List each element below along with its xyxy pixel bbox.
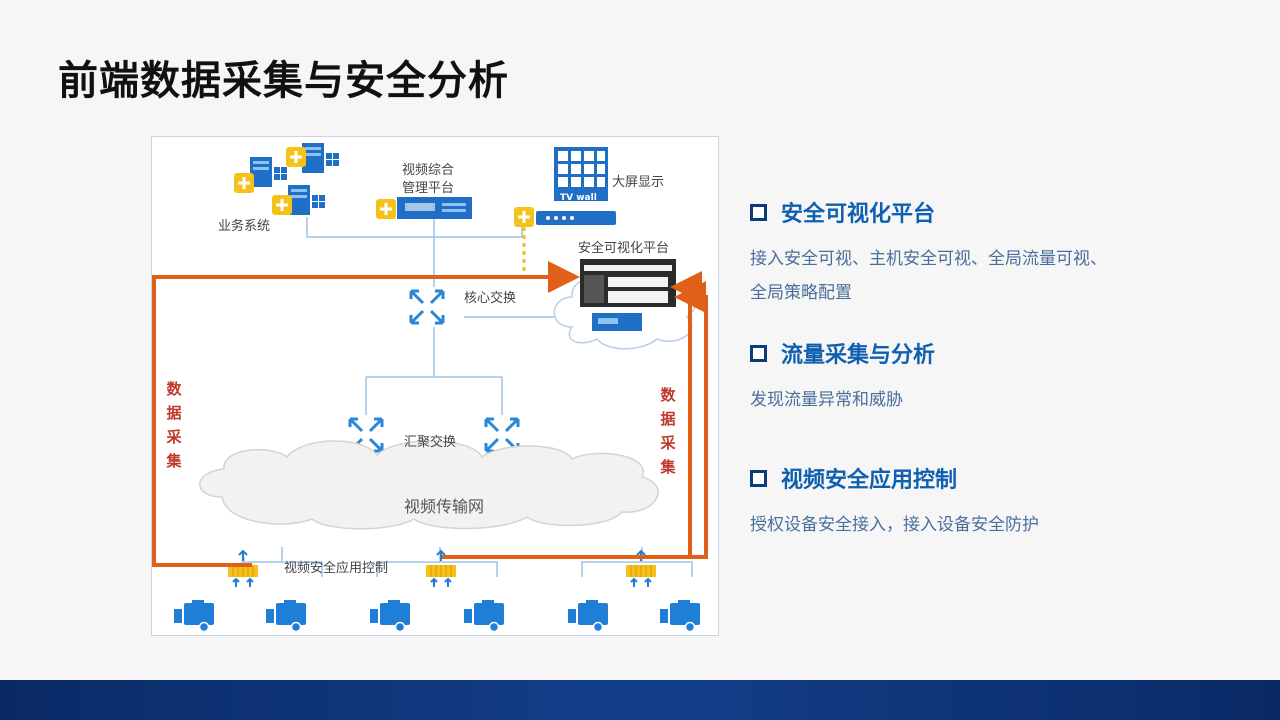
video-platform-label: 管理平台 [402, 181, 455, 196]
section-description: 授权设备安全接入，接入设备安全防护 [750, 515, 1039, 535]
gateway-icon [227, 550, 259, 588]
tv-wall-icon [514, 147, 616, 227]
business-server-icon [234, 143, 339, 215]
data-flow-arrow [152, 261, 708, 567]
section-video-app-control: 视频安全应用控制 授权设备安全接入，接入设备安全防护 [750, 462, 1130, 542]
camera-icon [463, 599, 505, 633]
data-collection-label-left: 数据采集 [166, 380, 182, 470]
camera-icon [369, 599, 411, 633]
section-description: 发现流量异常和威胁 [750, 390, 903, 410]
section-title: 安全可视化平台 [781, 202, 936, 227]
page-title: 前端数据采集与安全分析 [58, 58, 509, 104]
footer-bar [0, 680, 1280, 720]
business-system-label: 业务系统 [218, 219, 271, 234]
data-collection-label-right: 数据采集 [660, 386, 676, 476]
video-app-control-label: 视频安全应用控制 [284, 561, 389, 576]
security-platform-cloud [553, 259, 697, 350]
network-diagram: 业务系统 视频综合 管理平台 大屏显示 TV wall 安全可视化平台 核心交换… [151, 136, 719, 636]
section-title: 视频安全应用控制 [781, 468, 958, 493]
square-bullet-icon [750, 203, 767, 221]
video-platform-icon [376, 197, 472, 219]
section-description: 接入安全可视、主机安全可视、全局流量可视、全局策略配置 [750, 249, 1107, 303]
camera-icon [659, 599, 701, 633]
core-switch-icon [405, 285, 449, 329]
core-switch-label: 核心交换 [464, 291, 517, 306]
section-traffic-analysis: 流量采集与分析 发现流量异常和威胁 [750, 337, 1130, 417]
camera-icon [265, 599, 307, 633]
video-network-cloud [199, 440, 659, 530]
camera-icon [567, 599, 609, 633]
tv-wall-label: TV wall [560, 193, 597, 203]
camera-icon [173, 599, 215, 633]
section-security-platform: 安全可视化平台 接入安全可视、主机安全可视、全局流量可视、全局策略配置 [750, 196, 1130, 310]
aggregation-switch-label: 汇聚交换 [404, 435, 457, 450]
security-platform-label: 安全可视化平台 [578, 241, 670, 256]
video-network-label: 视频传输网 [404, 497, 485, 516]
video-platform-label: 视频综合 [402, 163, 455, 178]
section-title: 流量采集与分析 [781, 343, 936, 368]
square-bullet-icon [750, 469, 767, 487]
big-screen-label: 大屏显示 [612, 175, 665, 190]
square-bullet-icon [750, 344, 767, 362]
